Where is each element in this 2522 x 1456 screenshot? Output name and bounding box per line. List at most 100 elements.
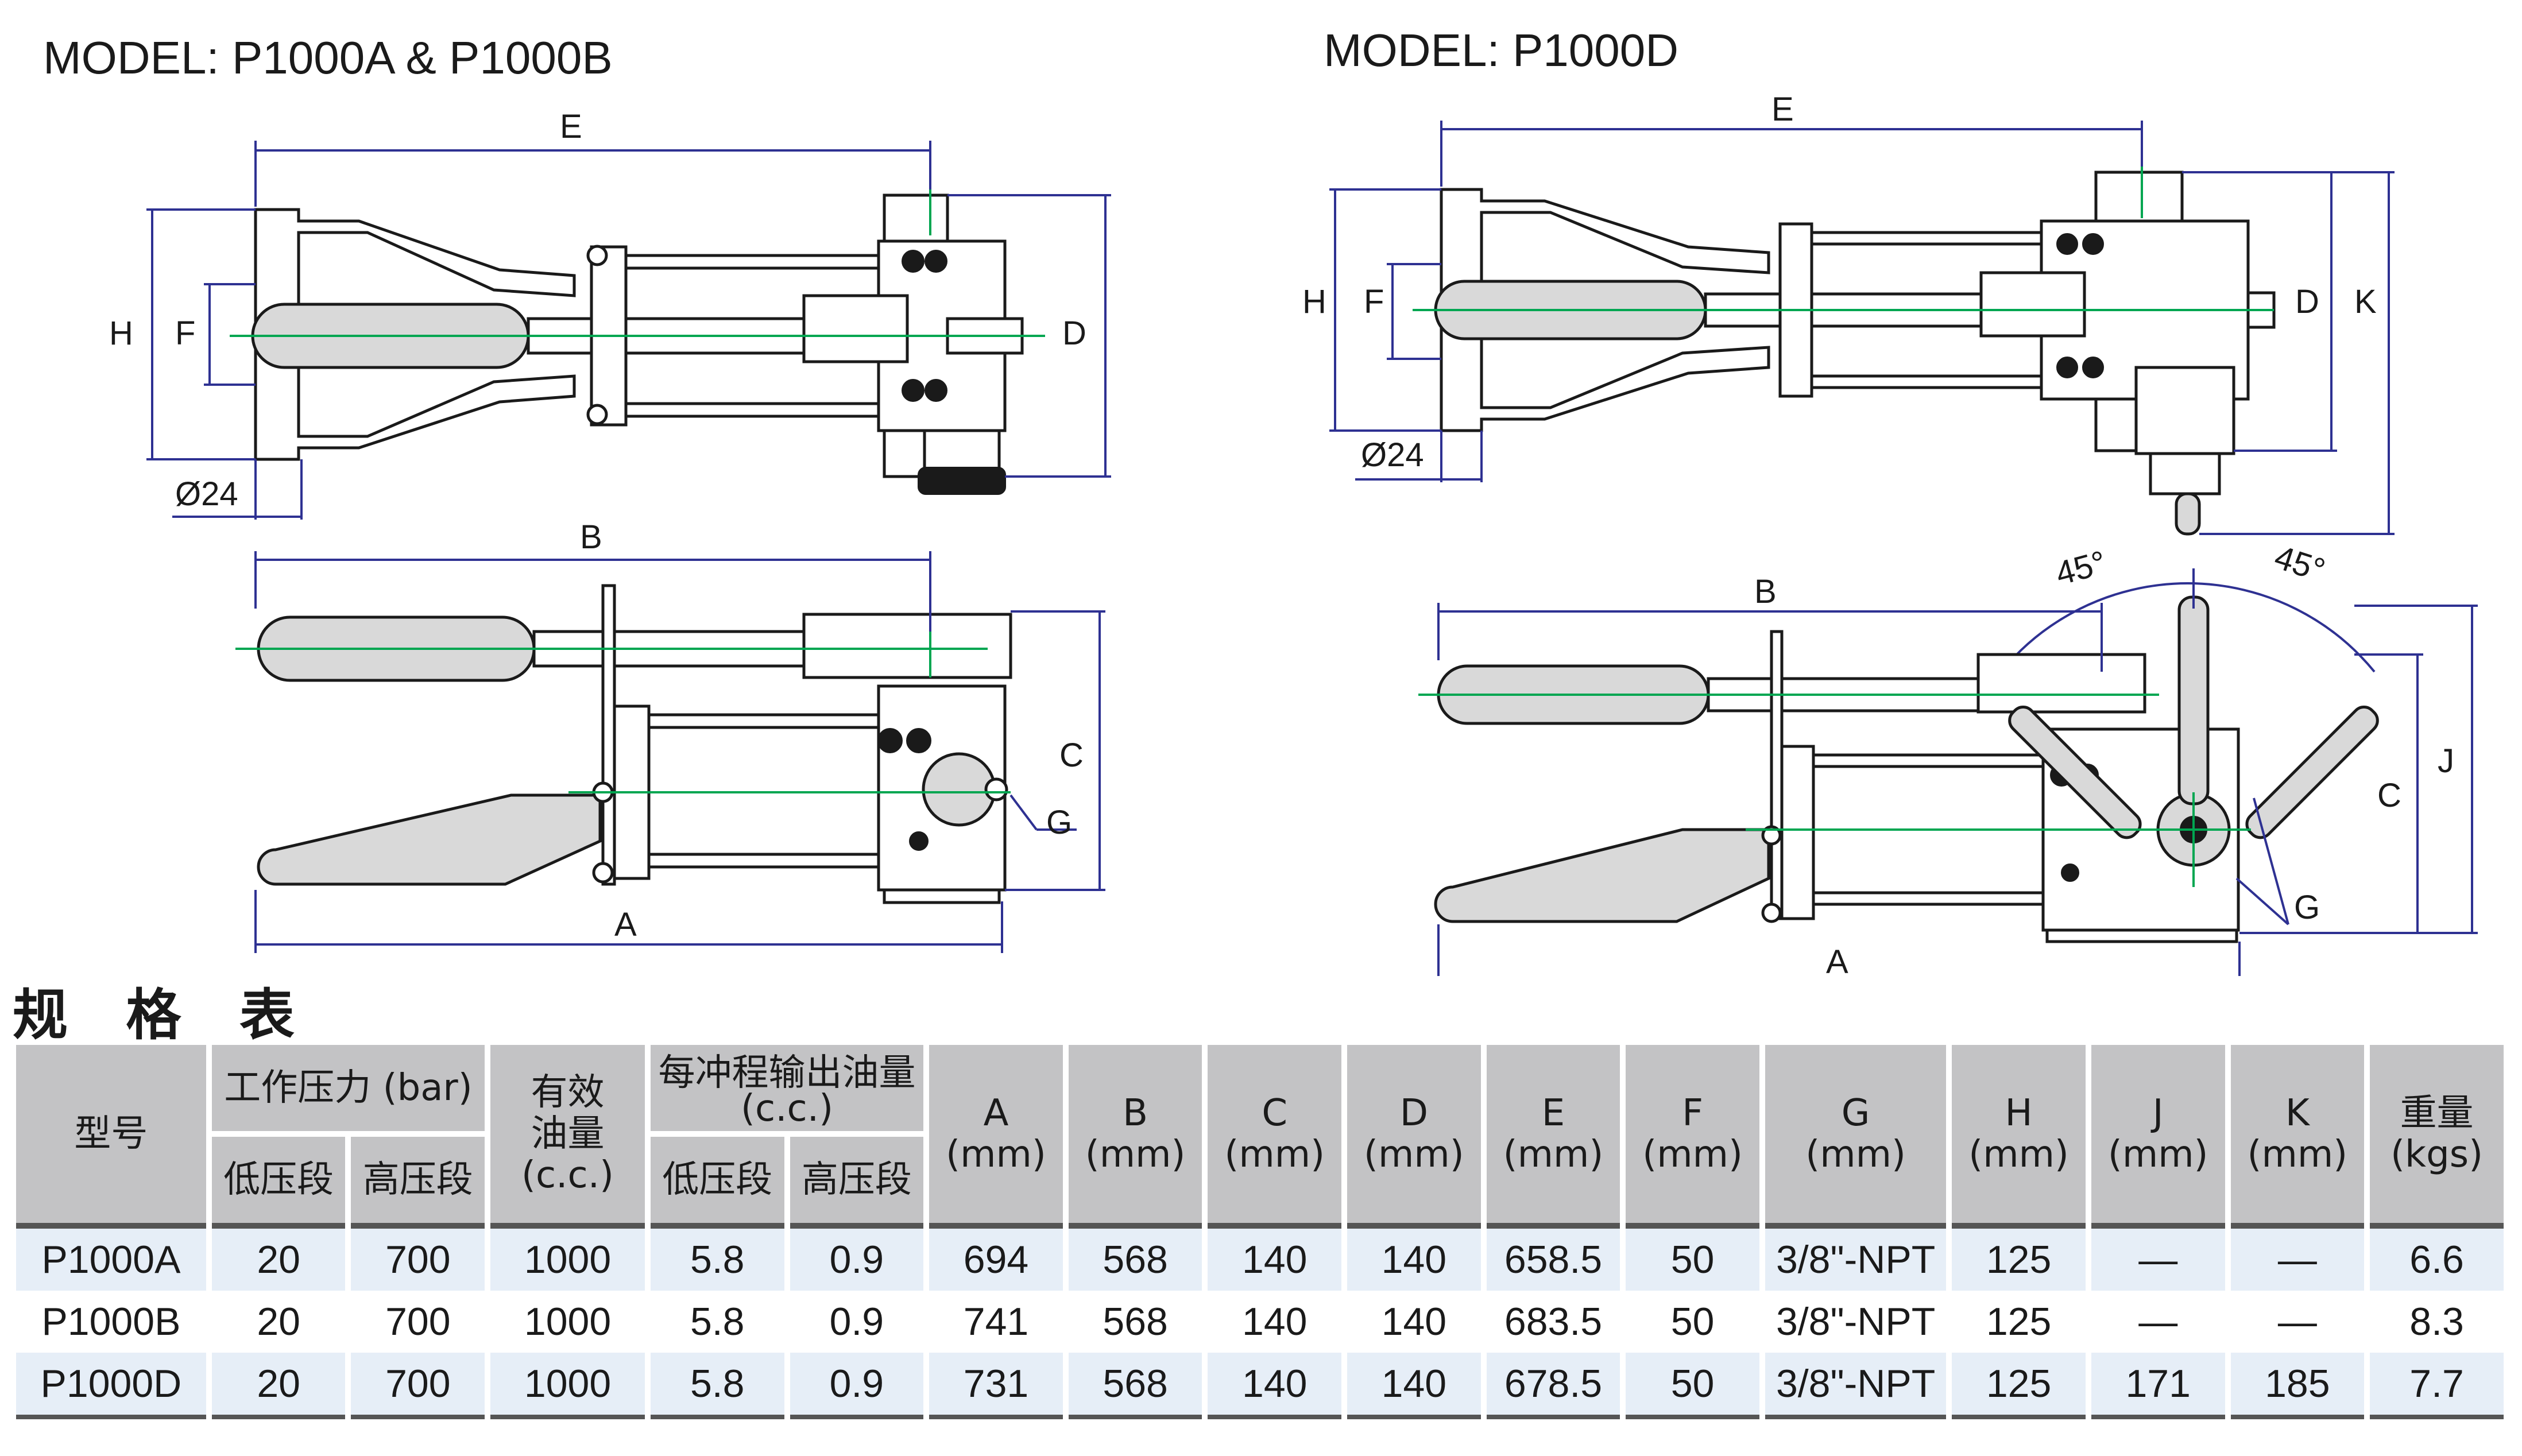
dim-label-d: D (1062, 315, 1086, 352)
technical-drawings: MODEL: P1000A & P1000B E H (43, 25, 2478, 976)
model-title-right: MODEL: P1000D (1324, 25, 1678, 76)
dim-label-e: E (560, 108, 582, 145)
cell-f: 50 (1626, 1353, 1759, 1419)
header-weight-unit: (kgs) (2391, 1133, 2484, 1176)
cell-weight: 8.3 (2409, 1300, 2464, 1343)
spec-table-title: 规 格 表 (13, 983, 314, 1047)
cell-s-low: 5.8 (650, 1353, 784, 1419)
header-stroke-high: 高压段 (790, 1131, 924, 1223)
left-top-view (251, 193, 1024, 495)
header-c-label: C (1262, 1092, 1288, 1134)
dim-label-c-left: C (1059, 737, 1084, 774)
header-g-unit: (mm) (1805, 1133, 1906, 1176)
dim-label-dia-right: Ø24 (1361, 436, 1424, 474)
header-c: C(mm) (1208, 1045, 1342, 1223)
cell-g: 3/8"-NPT (1765, 1223, 1947, 1291)
cell-d: 140 (1347, 1223, 1481, 1291)
dim-label-f-right: F (1364, 283, 1384, 320)
cell-model: P1000A (16, 1223, 206, 1291)
dim-label-h: H (109, 315, 133, 352)
header-k-label: K (2285, 1092, 2310, 1134)
header-oil-unit: (c.c.) (521, 1154, 614, 1196)
dim-label-g-right: G (2294, 889, 2320, 926)
cell-s-high: 0.9 (790, 1353, 924, 1419)
cell-k: — (2277, 1300, 2317, 1343)
dim-label-a-left: A (614, 906, 637, 943)
header-oil-line2: 油量 (531, 1113, 605, 1155)
dim-label-k: K (2354, 283, 2377, 320)
header-j: J(mm) (2091, 1045, 2225, 1223)
dim-label-e-right: E (1771, 91, 1794, 128)
header-c-unit: (mm) (1224, 1133, 1325, 1176)
left-side-view (257, 584, 1012, 904)
cell-j: — (2091, 1223, 2225, 1291)
cell-a: 731 (929, 1353, 1063, 1419)
header-b-label: B (1123, 1092, 1148, 1134)
right-top-dimensions: E H F D K Ø24 (1302, 91, 2395, 535)
cell-p-high: 700 (351, 1223, 485, 1291)
right-side-view (1434, 582, 2379, 943)
cell-oil: 1000 (490, 1353, 645, 1419)
header-pressure-low: 低压段 (211, 1131, 346, 1223)
dim-label-f: F (175, 315, 195, 352)
header-d: D(mm) (1347, 1045, 1481, 1223)
cell-p-low: 20 (211, 1353, 346, 1419)
dim-label-dia-left: Ø24 (175, 475, 238, 513)
left-side-dimensions: B A C G (235, 518, 1105, 953)
cell-s-high: 0.9 (829, 1300, 884, 1343)
header-oil: 有效 油量 (c.c.) (490, 1045, 645, 1223)
left-top-dimensions: E H F D Ø24 (109, 108, 1111, 520)
header-a-unit: (mm) (946, 1133, 1046, 1176)
cell-oil: 1000 (490, 1223, 645, 1291)
header-stroke-low: 低压段 (650, 1131, 784, 1223)
header-g-label: G (1841, 1092, 1870, 1134)
cell-f: 50 (1626, 1223, 1759, 1291)
cell-p-high: 700 (351, 1353, 485, 1419)
cell-b: 568 (1068, 1223, 1202, 1291)
cell-b: 568 (1068, 1353, 1202, 1419)
header-f-label: F (1682, 1092, 1704, 1134)
header-g: G(mm) (1765, 1045, 1947, 1223)
cell-weight: 6.6 (2370, 1223, 2504, 1291)
cell-weight: 7.7 (2370, 1353, 2504, 1419)
dim-label-g-left: G (1046, 804, 1072, 841)
header-stroke-unit: (c.c.) (741, 1087, 834, 1130)
cell-model: P1000D (16, 1353, 206, 1419)
dim-label-angle-left: 45° (2052, 544, 2110, 593)
cell-g: 3/8"-NPT (1765, 1353, 1947, 1419)
cell-j: 171 (2091, 1353, 2225, 1419)
dim-label-h-right: H (1302, 283, 1326, 320)
cell-j: — (2138, 1300, 2178, 1343)
header-d-label: D (1399, 1092, 1428, 1134)
cell-h: 125 (1986, 1300, 2052, 1343)
cell-d: 140 (1347, 1353, 1481, 1419)
cell-c: 140 (1208, 1223, 1342, 1291)
table-row: P1000A 20 700 1000 5.8 0.9 694 568 140 1… (16, 1223, 2504, 1291)
cell-k: 185 (2230, 1353, 2365, 1419)
cell-s-high: 0.9 (790, 1223, 924, 1291)
header-weight-label: 重量 (2400, 1092, 2474, 1134)
right-side-dimensions: 45° 45° B A C J G (1418, 538, 2478, 976)
cell-b: 568 (1103, 1300, 1168, 1343)
cell-a: 741 (963, 1300, 1029, 1343)
header-a: A(mm) (929, 1045, 1063, 1223)
cell-p-low: 20 (257, 1300, 300, 1343)
right-top-view (1434, 171, 2276, 536)
header-oil-line1: 有效 (531, 1071, 605, 1114)
header-model: 型号 (16, 1045, 206, 1223)
cell-s-low: 5.8 (650, 1223, 784, 1291)
cell-e: 683.5 (1504, 1300, 1603, 1343)
cell-p-low: 20 (211, 1223, 346, 1291)
cell-h: 125 (1952, 1223, 2086, 1291)
cell-p-high: 700 (385, 1300, 451, 1343)
header-j-label: J (2152, 1092, 2164, 1134)
header-pressure: 工作压力 (bar) (211, 1045, 485, 1131)
cell-c: 140 (1242, 1300, 1308, 1343)
header-d-unit: (mm) (1364, 1133, 1464, 1176)
header-a-label: A (983, 1092, 1009, 1134)
cell-model: P1000B (41, 1300, 181, 1343)
cell-e: 658.5 (1486, 1223, 1620, 1291)
model-title-left: MODEL: P1000A & P1000B (43, 32, 613, 83)
cell-k: — (2230, 1223, 2365, 1291)
header-j-unit: (mm) (2107, 1133, 2208, 1176)
